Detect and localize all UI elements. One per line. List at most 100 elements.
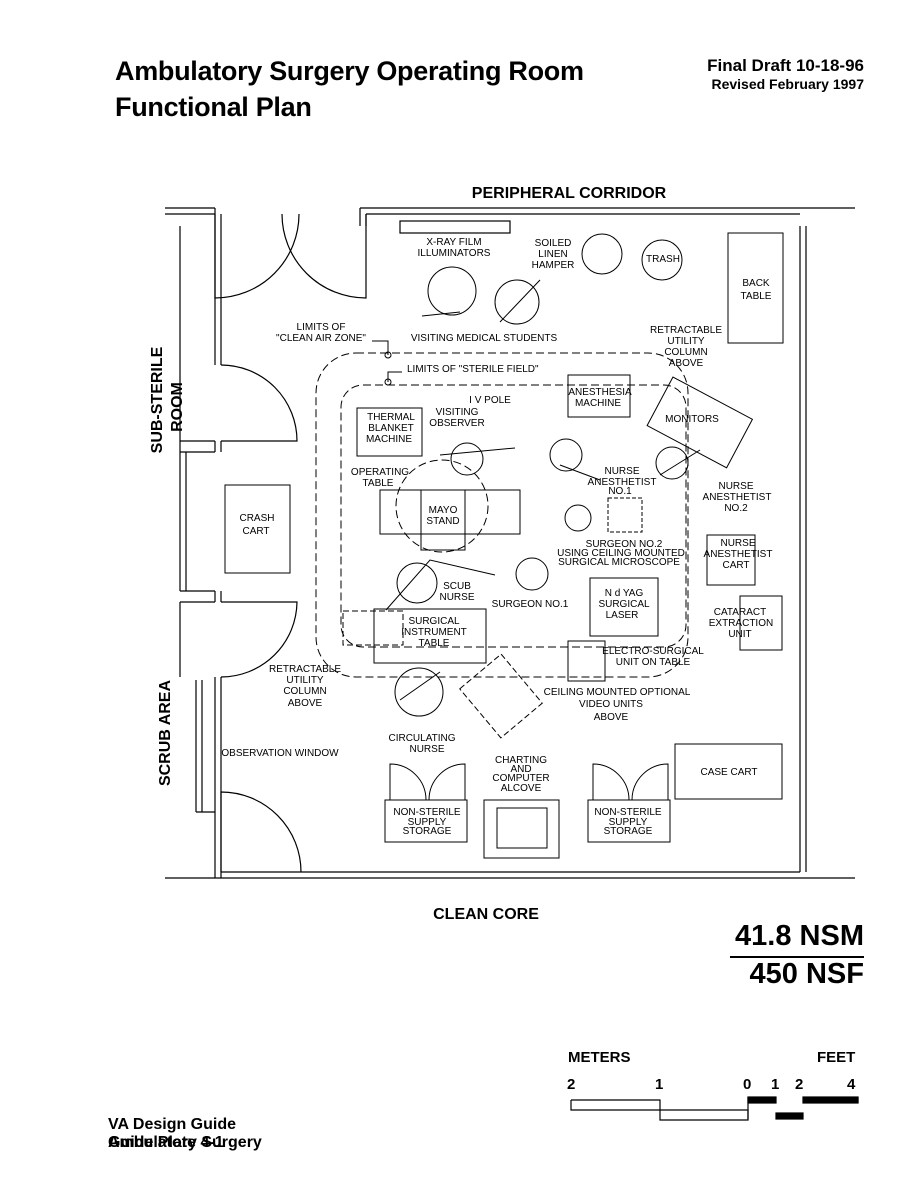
scale-m1: 1 bbox=[655, 1076, 664, 1093]
area-nsm: 41.8 NSM bbox=[735, 920, 864, 952]
surgeon2-3: SURGICAL MICROSCOPE bbox=[558, 557, 680, 568]
surgeon2-2: USING CEILING MOUNTED bbox=[557, 548, 685, 559]
label-sub-sterile-2: ROOM bbox=[169, 382, 186, 432]
walls bbox=[165, 207, 855, 879]
laser-3: LASER bbox=[606, 610, 639, 621]
xray-2: ILLUMINATORS bbox=[418, 248, 491, 259]
footer-guide: VA Design Guide bbox=[108, 1116, 237, 1133]
surgeon1-label: SURGEON NO.1 bbox=[492, 599, 569, 610]
scale-meters-label: METERS bbox=[568, 1049, 631, 1066]
supply-left-1: NON-STERILE bbox=[393, 807, 461, 818]
laser-1: N d YAG bbox=[605, 588, 644, 599]
circulating-1: CIRCULATING bbox=[388, 733, 455, 744]
case-cart-label: CASE CART bbox=[700, 767, 757, 778]
nurse-anes2-1: NURSE bbox=[718, 481, 753, 492]
charting-3: COMPUTER bbox=[492, 773, 549, 784]
scale-f1: 1 bbox=[771, 1076, 780, 1093]
thermal-2: BLANKET bbox=[368, 423, 414, 434]
students-label: VISITING MEDICAL STUDENTS bbox=[411, 333, 558, 344]
thermal-blanket-machine bbox=[356, 407, 423, 457]
mayo-2: STAND bbox=[426, 516, 459, 527]
plan-subtitle: Functional Plan bbox=[115, 92, 312, 122]
back-table-1: BACK bbox=[742, 278, 770, 289]
optable-2: TABLE bbox=[363, 478, 394, 489]
sterile-field-outline bbox=[340, 384, 687, 648]
ceiling-video-outline bbox=[459, 653, 543, 739]
label-sub-sterile-1: SUB-STERILE bbox=[149, 346, 166, 453]
video-2: VIDEO UNITS bbox=[579, 699, 643, 710]
footer-plate: Guide Plate 4-1 bbox=[108, 1134, 224, 1151]
soiled-1: SOILED bbox=[535, 238, 572, 249]
util-left-2: UTILITY bbox=[286, 675, 324, 686]
observer-2: OBSERVER bbox=[429, 418, 484, 429]
thermal-1: THERMAL bbox=[367, 412, 415, 423]
instrument-table-dashed bbox=[342, 610, 404, 646]
video-1: CEILING MOUNTED OPTIONAL bbox=[544, 687, 691, 698]
supply-right-1: NON-STERILE bbox=[594, 807, 662, 818]
crash-cart bbox=[224, 484, 291, 574]
iv-pole-label: I V POLE bbox=[469, 395, 511, 406]
nurse-anes2-3: NO.2 bbox=[724, 503, 748, 514]
scale-m2: 2 bbox=[567, 1076, 576, 1093]
instrument-2: INSTRUMENT bbox=[401, 627, 467, 638]
supply-left-3: STORAGE bbox=[403, 826, 452, 837]
soiled-linen-hamper bbox=[581, 233, 623, 275]
scale-f0: 0 bbox=[743, 1076, 752, 1093]
cataract-2: EXTRACTION bbox=[709, 618, 773, 629]
scale-feet-label: FEET bbox=[817, 1049, 856, 1066]
clean-air-2: "CLEAN AIR ZONE" bbox=[276, 333, 366, 344]
monitors-label: MONITORS bbox=[665, 414, 719, 425]
laser-2: SURGICAL bbox=[598, 599, 650, 610]
nurse-anes1-2: ANESTHETIST bbox=[588, 477, 657, 488]
microscope-box bbox=[607, 497, 643, 533]
label-clean-core: CLEAN CORE bbox=[433, 906, 539, 923]
soiled-3: HAMPER bbox=[532, 260, 575, 271]
scub-nurse-2: NURSE bbox=[439, 592, 474, 603]
instrument-1: SURGICAL bbox=[408, 616, 460, 627]
optable-1: OPERATING bbox=[351, 467, 409, 478]
crash-2: CART bbox=[242, 526, 269, 537]
scale-f2: 2 bbox=[795, 1076, 804, 1093]
label-scrub-area: SCRUB AREA bbox=[157, 680, 174, 787]
area-divider bbox=[730, 956, 864, 958]
observer-1: VISITING bbox=[436, 407, 479, 418]
scale-bar bbox=[570, 1096, 859, 1121]
case-cart bbox=[674, 743, 783, 800]
instrument-3: TABLE bbox=[419, 638, 450, 649]
anes-cart-3: CART bbox=[722, 560, 749, 571]
cataract-extraction-unit bbox=[739, 595, 783, 651]
revision-date: Revised February 1997 bbox=[711, 76, 864, 92]
plan-title: Ambulatory Surgery Operating Room bbox=[115, 56, 584, 86]
mayo-stand-outline bbox=[395, 459, 489, 553]
crash-1: CRASH bbox=[239, 513, 274, 524]
supply-right-3: STORAGE bbox=[604, 826, 653, 837]
label-peripheral-corridor: PERIPHERAL CORRIDOR bbox=[472, 185, 667, 202]
charting-4: ALCOVE bbox=[501, 783, 542, 794]
electro-2: UNIT ON TABLE bbox=[616, 657, 691, 668]
surgical-instrument-table bbox=[373, 608, 487, 664]
util-top-3: COLUMN bbox=[664, 347, 707, 358]
anesthesia-1: ANESTHESIA bbox=[568, 387, 632, 398]
area-nsf: 450 NSF bbox=[749, 958, 864, 990]
electro-1: ELECTRO-SURGICAL bbox=[602, 646, 704, 657]
video-3: ABOVE bbox=[594, 712, 629, 723]
nurse-anes1-1: NURSE bbox=[604, 466, 639, 477]
trash-label: TRASH bbox=[646, 254, 680, 265]
util-left-1: RETRACTABLE bbox=[269, 664, 341, 675]
util-left-4: ABOVE bbox=[288, 698, 323, 709]
anesthesia-2: MACHINE bbox=[575, 398, 621, 409]
observation-label: OBSERVATION WINDOW bbox=[221, 748, 339, 759]
back-table bbox=[727, 232, 784, 344]
util-left-3: COLUMN bbox=[283, 686, 326, 697]
util-top-2: UTILITY bbox=[667, 336, 705, 347]
draft-date: Final Draft 10-18-96 bbox=[707, 56, 864, 75]
clean-air-zone-outline bbox=[315, 352, 689, 678]
util-top-1: RETRACTABLE bbox=[650, 325, 722, 336]
clean-air-1: LIMITS OF bbox=[297, 322, 346, 333]
nurse-anes1-3: NO.1 bbox=[608, 486, 632, 497]
charting-alcove bbox=[483, 799, 560, 859]
anesthesia-machine bbox=[567, 374, 631, 418]
monitors-cart bbox=[646, 376, 754, 469]
sterile-field-label: LIMITS OF "STERILE FIELD" bbox=[407, 364, 539, 375]
